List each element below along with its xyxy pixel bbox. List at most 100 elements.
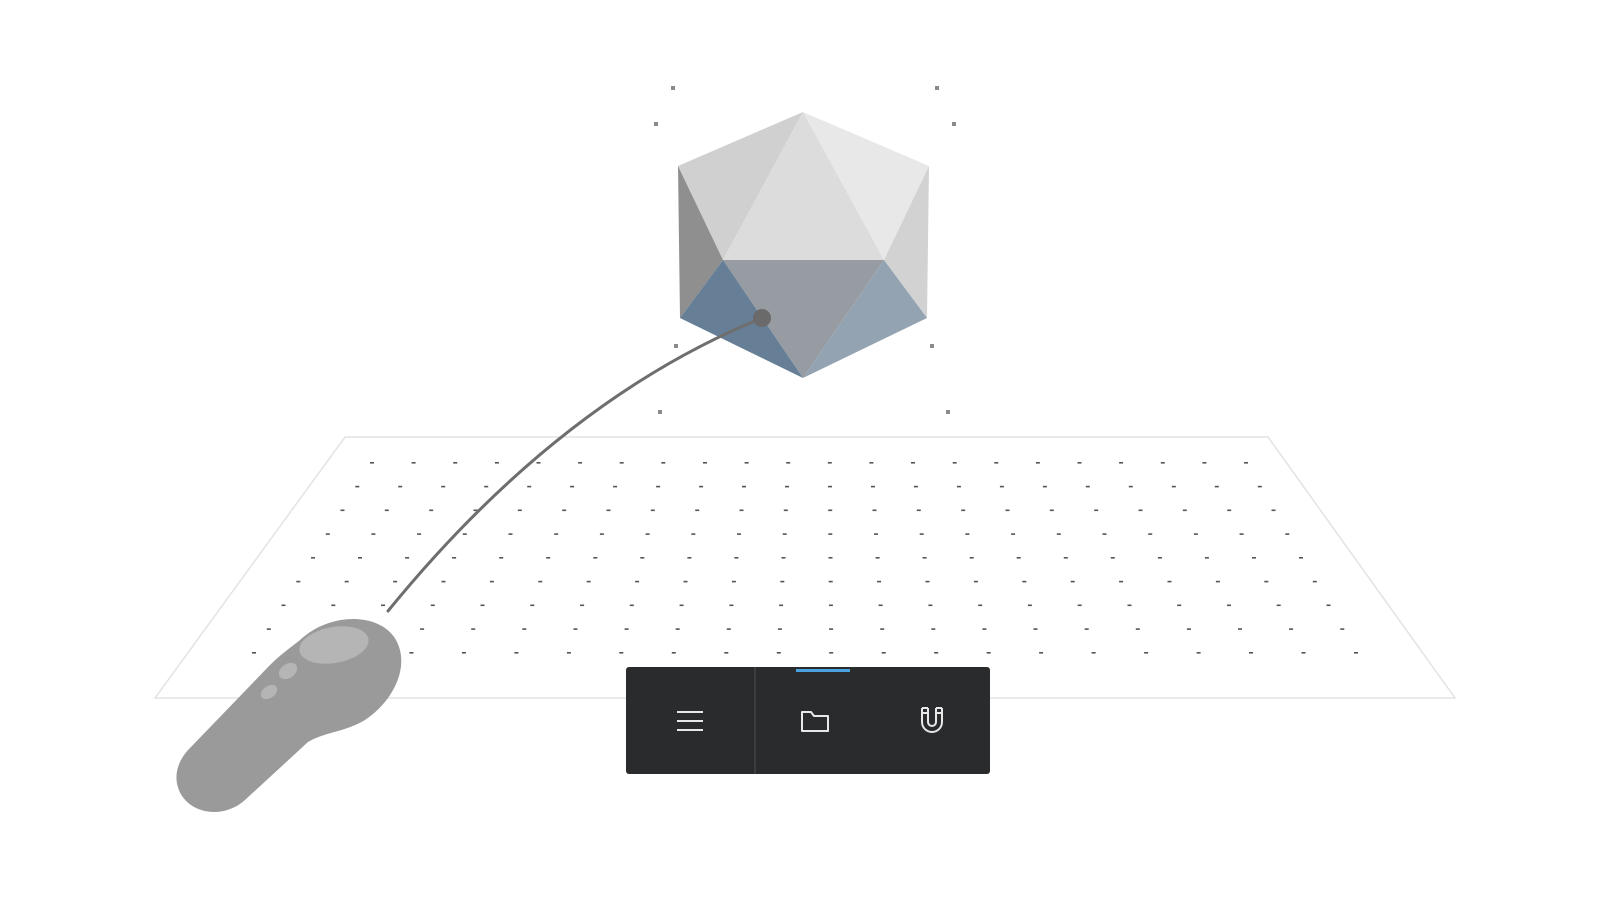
grid-dot [782, 533, 787, 535]
grid-dot [1285, 533, 1290, 535]
grid-dot [878, 604, 883, 607]
grid-dot [1070, 580, 1075, 583]
grid-dot [355, 485, 360, 488]
grid-dot [1182, 509, 1187, 512]
grid-dot [296, 580, 301, 583]
grid-dot [952, 462, 957, 464]
grid-dot [724, 652, 729, 654]
grid-dot [1244, 462, 1248, 464]
grid-dot [546, 557, 551, 559]
grid-dot [1326, 604, 1331, 607]
grid-dot [1227, 604, 1231, 607]
grid-dot [606, 509, 611, 512]
grid-dot [656, 485, 661, 488]
grid-dot [919, 533, 924, 535]
vr-controller [176, 619, 402, 812]
icosahedron-object[interactable] [678, 112, 929, 378]
grid-dot [325, 533, 330, 535]
grid-dot [1033, 628, 1038, 630]
grid-dot [1005, 509, 1010, 512]
grid-dot [675, 628, 680, 630]
grid-dot [1239, 533, 1244, 535]
grid-dot [1039, 652, 1044, 654]
grid-dot [1312, 580, 1317, 583]
selection-corner [952, 122, 956, 126]
grid-dot [1354, 652, 1358, 654]
grid-dot [522, 628, 527, 630]
grid-dot [828, 485, 832, 488]
grid-dot [554, 533, 559, 535]
grid-dot [880, 628, 885, 630]
grid-dot [828, 604, 833, 607]
grid-dot [417, 533, 422, 535]
grid-dot [911, 462, 915, 464]
grid-dot [1011, 533, 1016, 535]
grid-dot [624, 628, 629, 630]
grid-dot [744, 462, 749, 464]
grid-dot [1077, 462, 1082, 464]
grid-dot [922, 557, 927, 559]
grid-dot [1138, 509, 1143, 512]
grid-dot [494, 462, 499, 464]
grid-dot [1094, 509, 1099, 512]
grid-dot [986, 652, 991, 654]
grid-dot [1128, 485, 1133, 488]
grid-dot [409, 652, 414, 654]
grid-dot [508, 533, 513, 535]
grid-dot [1264, 580, 1269, 583]
grid-dot [1252, 557, 1256, 559]
grid-dot [489, 580, 494, 583]
grid-dot [1214, 485, 1219, 488]
grid-dot [869, 462, 874, 464]
ray-hit-point [753, 309, 771, 327]
controller-ray [386, 316, 764, 613]
grid-dot [779, 604, 784, 607]
grid-dot [1119, 462, 1124, 464]
grid-dot [969, 557, 974, 559]
grid-dot [1299, 557, 1303, 559]
grid-dot [742, 485, 746, 488]
grid-dot [1157, 557, 1162, 559]
grid-dot [645, 533, 650, 535]
menu-button[interactable]: menu-icon [655, 686, 725, 756]
grid-dot [1186, 628, 1191, 630]
grid-dot [999, 485, 1004, 488]
grid-dot [828, 509, 833, 512]
grid-dot [420, 628, 425, 630]
grid-dot [441, 580, 446, 583]
grid-dot [1227, 509, 1232, 512]
grid-dot [499, 557, 504, 559]
grid-dot [871, 485, 875, 488]
grid-dot [828, 557, 833, 559]
grid-dot [916, 509, 921, 512]
grid-dot [1085, 485, 1090, 488]
grid-dot [370, 462, 374, 464]
grid-dot [381, 604, 385, 607]
folder-button[interactable]: folder-icon [780, 668, 850, 756]
grid-dot [1249, 652, 1253, 654]
selection-corner [946, 410, 950, 414]
grid-dot [453, 462, 458, 464]
grid-dot [1102, 533, 1107, 535]
grid-dot [1077, 604, 1082, 607]
grid-dot [699, 485, 704, 488]
grid-dot [1119, 580, 1124, 583]
selection-corner [658, 410, 662, 414]
grid-dot [514, 652, 519, 654]
grid-dot [430, 604, 435, 607]
grid-dot [1027, 604, 1032, 607]
ground-plane [153, 436, 1457, 699]
grid-dot [461, 652, 466, 654]
grid-dot [570, 485, 575, 488]
grid-dot [1091, 652, 1096, 654]
tool-panel: menu-icon folder-icon magnet-icon [626, 667, 990, 774]
magnet-button[interactable]: magnet-icon [897, 686, 967, 756]
grid-dot [828, 533, 833, 535]
grid-dot [471, 628, 476, 630]
grid-dot [484, 485, 489, 488]
grid-dot [994, 462, 999, 464]
selection-corner [654, 122, 658, 126]
grid-dot [1257, 485, 1262, 488]
grid-dot [384, 509, 389, 512]
menu-icon [677, 710, 703, 731]
